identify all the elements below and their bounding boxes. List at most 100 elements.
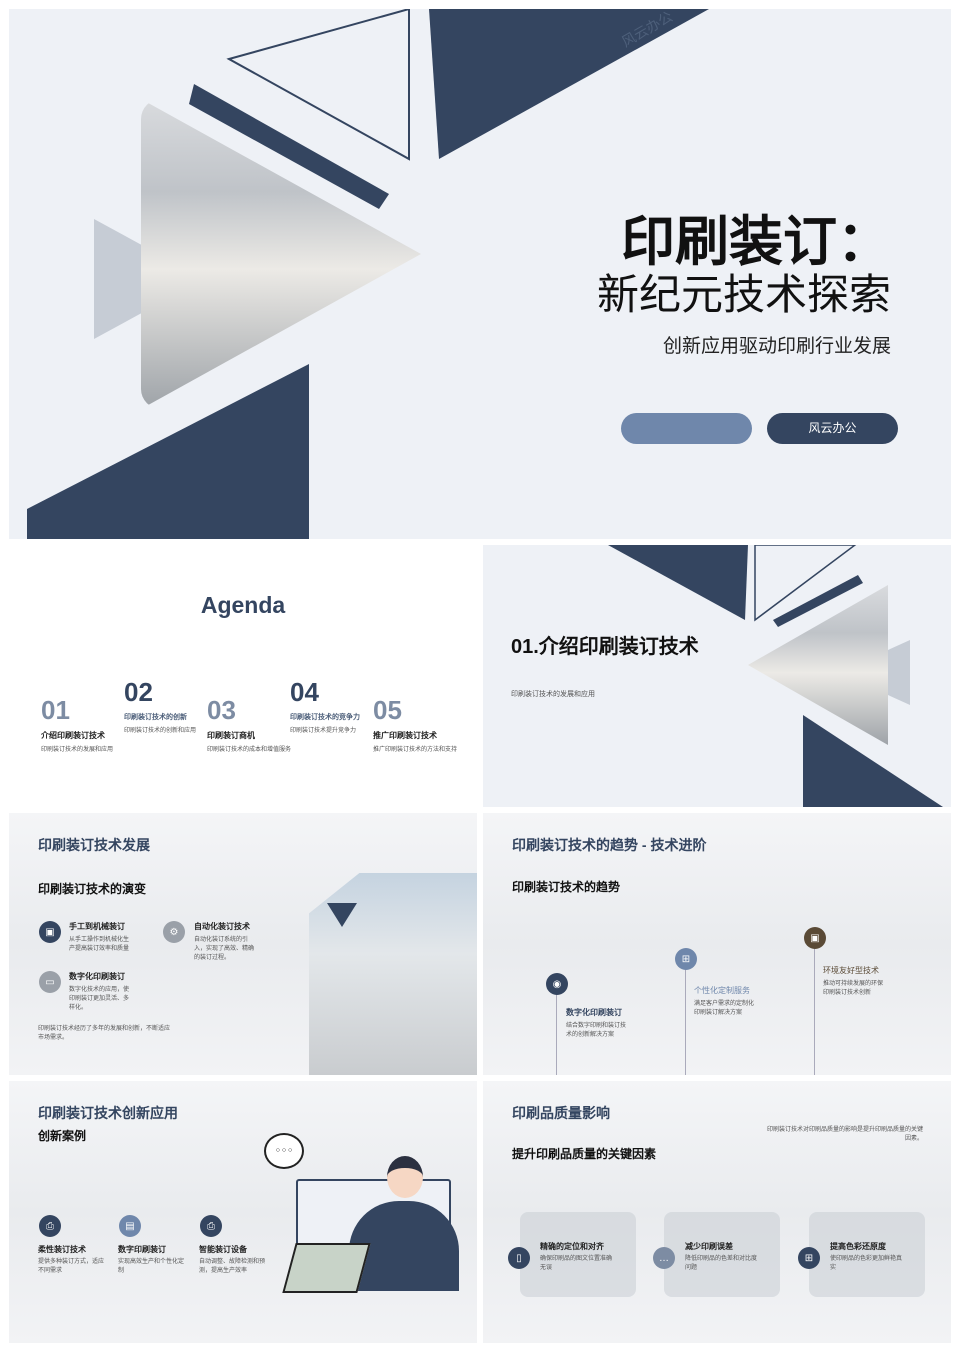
agenda-num: 05 [373,695,402,725]
triangle-bottom-left [27,364,309,539]
person-head [387,1156,423,1198]
agenda-item-desc: 印刷装订技术提升竞争力 [290,728,357,734]
slide-subtitle: 印刷装订技术的趋势 [512,880,621,894]
agenda-item-title: 介绍印刷装订技术 [41,731,105,740]
dev-item: 手工到机械装订 从手工操作到机械化生产提高装订效率和质量 [69,921,134,954]
item-title: 减少印刷误差 [685,1242,733,1251]
item-desc: 确保印刷品的图文位置准确无误 [540,1256,613,1271]
triangle-gray [94,219,149,339]
innovation-item: 数字印刷装订 实现高效生产和个性化定制 [118,1244,188,1276]
agenda-slide: Agenda 01 介绍印刷装订技术 印刷装订技术的发展和应用 02 印刷装订技… [9,545,477,807]
innovation-item: 智能装订设备 自动调整、故障检测和预测，提高生产效率 [199,1244,269,1276]
cover-slide: 风云办公 印刷装订： 新纪元技术探索 创新应用驱动印刷行业发展 风云办公 [9,9,951,539]
item-desc: 推动可持续发展的环保印刷装订技术创新 [823,981,884,996]
decorative-triangles [27,9,709,539]
quality-card [809,1212,925,1297]
item-title: 精确的定位和对齐 [540,1242,604,1251]
quality-item: 精确的定位和对齐 确保印刷品的图文位置准确无误 [540,1241,615,1273]
slide-title: 印刷装订技术的趋势 - 技术进阶 [512,837,707,853]
laptop-illustration [282,1243,371,1293]
agenda-item-01[interactable]: 01 介绍印刷装订技术 印刷装订技术的发展和应用 [41,695,131,755]
slide-subtitle: 创新案例 [38,1129,87,1143]
item-desc: 使印刷品的色彩更加鲜艳真实 [830,1256,903,1271]
item-desc: 自动调整、故障检测和预测，提高生产效率 [199,1259,266,1274]
agenda-item-02[interactable]: 02 印刷装订技术的创新 印刷装订技术的创新和应用 [124,677,214,736]
section-slide: 01.介绍印刷装订技术 印刷装订技术的发展和应用 [483,545,951,807]
quality-item: 提高色彩还原度 使印刷品的色彩更加鲜艳真实 [830,1241,905,1273]
printer-icon: ⎙ [200,1215,222,1237]
agenda-item-title: 印刷装订技术的创新 [124,714,187,721]
item-title: 提高色彩还原度 [830,1242,886,1251]
trend-item: 个性化定制服务 满足客户需求的定制化印刷装订解决方案 [694,985,759,1018]
item-title: 环境友好型技术 [823,966,879,975]
slide-title: 印刷装订技术发展 [38,837,150,853]
agenda-item-desc: 印刷装订技术的创新和应用 [124,728,197,734]
slide-subtitle: 印刷装订技术的演变 [38,882,147,896]
innovation-slide: 印刷装订技术创新应用 创新案例 ⎙ ▤ ⎙ 柔性装订技术 提供多种装订方式，适应… [9,1081,477,1343]
timeline-line [556,993,557,1075]
section-desc: 印刷装订技术的发展和应用 [511,691,595,698]
gear-icon: ⚙ [163,921,185,943]
cover-subtitle: 创新应用驱动印刷行业发展 [662,336,891,357]
decorative-triangles [608,545,943,807]
cover-title-line1: 印刷装订： [621,212,891,272]
agenda-item-04[interactable]: 04 印刷装订技术的竞争力 印刷装订技术提升竞争力 [290,677,380,736]
decorative-button[interactable] [621,413,752,444]
development-slide: 印刷装订技术发展 印刷装订技术的演变 ▣ 手工到机械装订 从手工操作到机械化生产… [9,813,477,1075]
item-desc: 自动化装订系统的引入，实现了高效、精确的装订过程。 [194,937,255,961]
innovation-item: 柔性装订技术 提供多种装订方式，适应不同需求 [38,1244,108,1276]
item-title: 手工到机械装订 [69,922,125,931]
printer-icon: ⎙ [39,1215,61,1237]
dev-item: 数字化印刷装订 数字化技术的应用，使印刷装订更加灵活、多样化。 [69,971,134,1013]
timeline-line [685,968,686,1075]
item-desc: 结合数字印刷和装订技术的创新解决方案 [566,1023,627,1038]
item-title: 柔性装订技术 [38,1245,86,1254]
dev-item: 自动化装订技术 自动化装订系统的引入，实现了高效、精确的装订过程。 [194,921,259,963]
item-title: 自动化装订技术 [194,922,250,931]
item-title: 智能装订设备 [199,1245,247,1254]
sitemap-icon: ⊞ [798,1247,820,1269]
item-desc: 降低印刷品的色差和对比度问题 [685,1256,758,1271]
item-title: 数字化印刷装订 [566,1008,622,1017]
clipboard-icon: ▤ [119,1215,141,1237]
item-desc: 满足客户需求的定制化印刷装订解决方案 [694,1001,755,1016]
agenda-item-03[interactable]: 03 印刷装订商机 印刷装订技术的成本和增值服务 [207,695,302,755]
agenda-item-05[interactable]: 05 推广印刷装订技术 推广印刷装订技术的方法和支持 [373,695,473,755]
agenda-num: 04 [290,677,319,707]
brand-button[interactable]: 风云办公 [767,413,898,444]
chat-icon: … [653,1247,675,1269]
development-note: 印刷装订技术经历了多年的发展和创新，不断适应市场需求。 [38,1026,171,1041]
agenda-num: 03 [207,695,236,725]
image-icon: ▣ [39,921,61,943]
item-desc: 数字化技术的应用，使印刷装订更加灵活、多样化。 [69,987,130,1011]
speech-bubble: ○ ○ ○ [264,1133,304,1169]
agenda-item-desc: 印刷装订技术的发展和应用 [41,747,114,753]
quality-slide: 印刷品质量影响 印刷装订技术对印刷品质量的影响是提升印刷品质量的关键因素。 提升… [483,1081,951,1343]
agenda-title: Agenda [200,592,286,618]
agenda-item-title: 推广印刷装订技术 [373,731,437,740]
slide-subtitle: 提升印刷品质量的关键因素 [512,1147,657,1161]
agenda-item-title: 印刷装订商机 [207,731,255,740]
item-desc: 提供多种装订方式，适应不同需求 [38,1259,105,1274]
item-desc: 从手工操作到机械化生产提高装订效率和质量 [69,937,130,952]
document-icon: ▯ [508,1247,530,1269]
trends-slide: 印刷装订技术的趋势 - 技术进阶 印刷装订技术的趋势 ◉ ⊞ ▣ 数字化印刷装订… [483,813,951,1075]
quality-note: 印刷装订技术对印刷品质量的影响是提升印刷品质量的关键因素。 [766,1127,923,1142]
item-title: 个性化定制服务 [694,986,750,995]
quality-item: 减少印刷误差 降低印刷品的色差和对比度问题 [685,1241,760,1273]
section-title: 01.介绍印刷装订技术 [511,636,699,658]
agenda-item-desc: 推广印刷装订技术的方法和支持 [373,747,458,753]
agenda-item-title: 印刷装订技术的竞争力 [290,714,360,721]
triangle-outline [226,9,410,161]
cover-title-line2: 新纪元技术探索 [596,271,891,318]
triangle-marker [327,903,357,927]
item-title: 数字化印刷装订 [69,972,125,981]
slide-title: 印刷装订技术创新应用 [38,1105,178,1121]
quality-card [664,1212,780,1297]
sitemap-icon: ⊞ [675,948,697,970]
timeline-line [814,948,815,1075]
target-icon: ◉ [546,973,568,995]
agenda-num: 01 [41,695,70,725]
keyboard-icon: ▭ [39,971,61,993]
trend-item: 环境友好型技术 推动可持续发展的环保印刷装订技术创新 [823,965,888,998]
